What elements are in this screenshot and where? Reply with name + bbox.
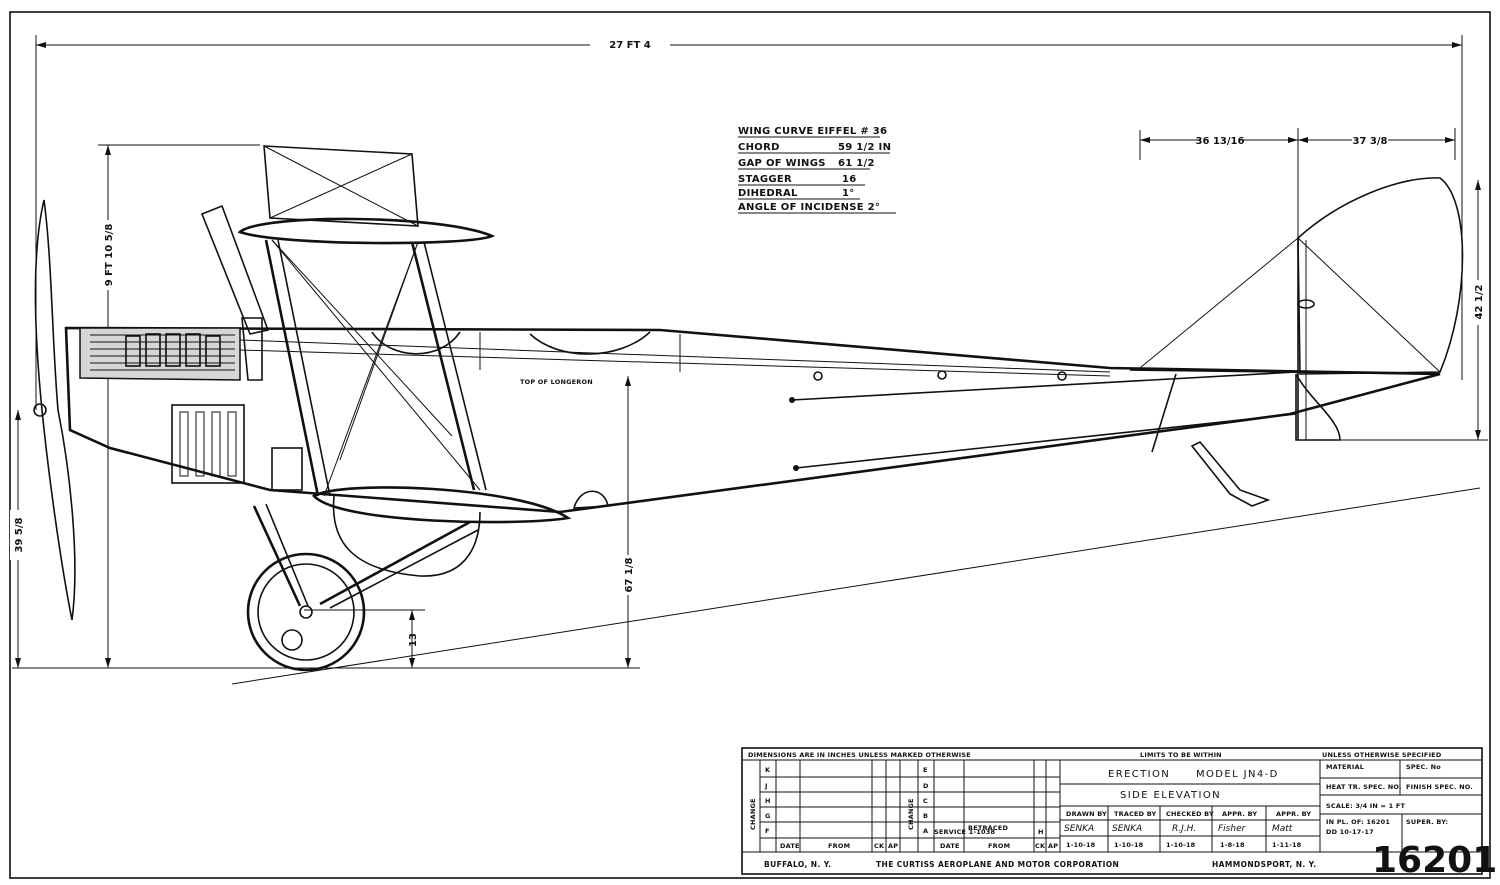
tb-sig-header: APPR. BY [1222,810,1257,818]
dimension-lines: 27 FT 4 9 FT 10 5/8 39 5/8 67 1/8 13 [10,35,1488,685]
wing-spec-table: WING CURVE EIFFEL # 36 CHORD 59 1/2 IN G… [738,126,896,214]
tb-header-right: UNLESS OTHERWISE SPECIFIED [1322,751,1442,759]
dim-overall-length: 27 FT 4 [609,40,651,51]
louvre-panel [171,404,303,491]
tb-sig-date: 1-10-18 [1066,841,1096,849]
tail-skid [1190,441,1271,507]
tb-sig-name: SENKA [1064,824,1094,834]
tb-title-model: MODEL JN4-D [1196,769,1279,780]
tb-change-a-from: SERVICE 1-1038 [934,828,995,836]
landing-gear [246,495,481,672]
tb-sig-header: APPR. BY [1276,810,1311,818]
tb-letter: A [923,827,928,835]
dim-longeron-height: 67 1/8 [624,557,635,592]
dim-axle-height: 13 [408,633,419,647]
tb-title-side-elevation: SIDE ELEVATION [1120,790,1221,801]
tb-super-by: SUPER. BY: [1406,818,1448,826]
tb-col-from: FROM [828,842,850,850]
tb-letter: G [765,812,771,820]
tb-change-label: CHANGE [907,798,915,830]
tb-col-ck: CK [1035,842,1046,850]
tb-finish-spec: FINISH SPEC. NO. [1406,783,1473,791]
tb-sig-name: R.J.H. [1172,824,1196,834]
tb-col-date: DATE [940,842,960,850]
tb-letter: H [765,797,771,805]
title-block: DIMENSIONS ARE IN INCHES UNLESS MARKED O… [741,747,1497,881]
tb-sig-header: DRAWN BY [1066,810,1107,818]
spec-label: WING CURVE EIFFEL # 36 [738,126,887,137]
tb-footer-mid: THE CURTISS AEROPLANE AND MOTOR CORPORAT… [876,860,1119,869]
tb-letter: E [923,766,928,774]
dim-height-front: 9 FT 10 5/8 [104,224,115,287]
tb-sig-header: CHECKED BY [1166,810,1214,818]
tb-col-date: DATE [780,842,800,850]
engine-cylinders [125,333,221,367]
tb-sig-header: TRACED BY [1114,810,1157,818]
tb-sig-date: 1-10-18 [1166,841,1196,849]
tb-sig-name: SENKA [1112,824,1142,834]
tb-scale: SCALE: 3/4 IN = 1 FT [1326,802,1405,810]
tb-heat-tr: HEAT TR. SPEC. NO. [1326,783,1402,791]
spec-value: 61 1/2 [838,158,875,169]
tb-change-a-note: RETRACED [968,824,1009,832]
spec-value: 16 [842,174,857,185]
tb-col-ap: AP [888,842,898,850]
tb-change-a-mark: H [1038,828,1044,836]
tb-title-erection: ERECTION [1108,769,1170,780]
top-of-longeron-label: TOP OF LONGERON [520,378,593,386]
spec-value: 59 1/2 IN [838,142,891,153]
fuselage [64,326,1441,514]
tb-sig-date: 1-11-18 [1272,841,1302,849]
dim-tail-span-b: 37 3/8 [1353,136,1388,147]
tb-sig-name: Matt [1272,824,1293,834]
dim-tail-height: 42 1/2 [1474,284,1485,319]
tb-letter: D [923,782,929,790]
tb-letter: J [764,782,768,790]
spec-label: ANGLE OF INCIDENSE 2° [738,202,880,213]
tb-letter: C [923,797,928,805]
spec-value: 1° [842,188,855,199]
vertical-fin-rudder [1297,177,1464,375]
front-cockpit [371,331,461,355]
upper-wing [237,217,496,245]
tb-sig-name: Fisher [1218,824,1247,834]
aircraft-side-elevation: TOP OF LONGERON [33,145,1464,672]
tb-letter: K [765,766,771,774]
dim-prop-axis: 39 5/8 [14,517,25,552]
spec-label: CHORD [738,142,780,153]
tb-spec-no: SPEC. No [1406,763,1441,771]
sheet-border [9,11,1491,879]
tb-sig-date: 1-10-18 [1114,841,1144,849]
lower-wing [311,486,572,524]
rear-cockpit [529,331,651,355]
tb-header-left: DIMENSIONS ARE IN INCHES UNLESS MARKED O… [748,751,971,759]
tb-in-pl-date: DD 10-17-17 [1326,828,1374,836]
tb-col-from: FROM [988,842,1010,850]
tb-letter: F [765,827,770,835]
tb-change-label: CHANGE [749,798,757,830]
exhaust-stack [241,317,263,381]
propeller [34,199,76,621]
spec-label: STAGGER [738,174,792,185]
tb-footer-right: HAMMONDSPORT, N. Y. [1212,860,1316,869]
tb-col-ck: CK [874,842,885,850]
dim-tail-span-a: 36 13/16 [1196,136,1245,147]
tb-material: MATERIAL [1326,763,1364,771]
tb-letter: B [923,812,928,820]
tb-footer-left: BUFFALO, N. Y. [764,860,832,869]
spec-label: GAP OF WINGS [738,158,826,169]
tb-header-mid: LIMITS TO BE WITHIN [1140,751,1222,759]
main-wheel [246,552,366,672]
tb-drawing-number: 16201 [1372,840,1497,881]
spec-label: DIHEDRAL [738,188,798,199]
tb-col-ap: AP [1048,842,1058,850]
tail-group [1129,177,1464,507]
tb-sig-date: 1-8-18 [1220,841,1245,849]
tb-in-pl-of: IN PL. OF: 16201 [1326,818,1390,826]
